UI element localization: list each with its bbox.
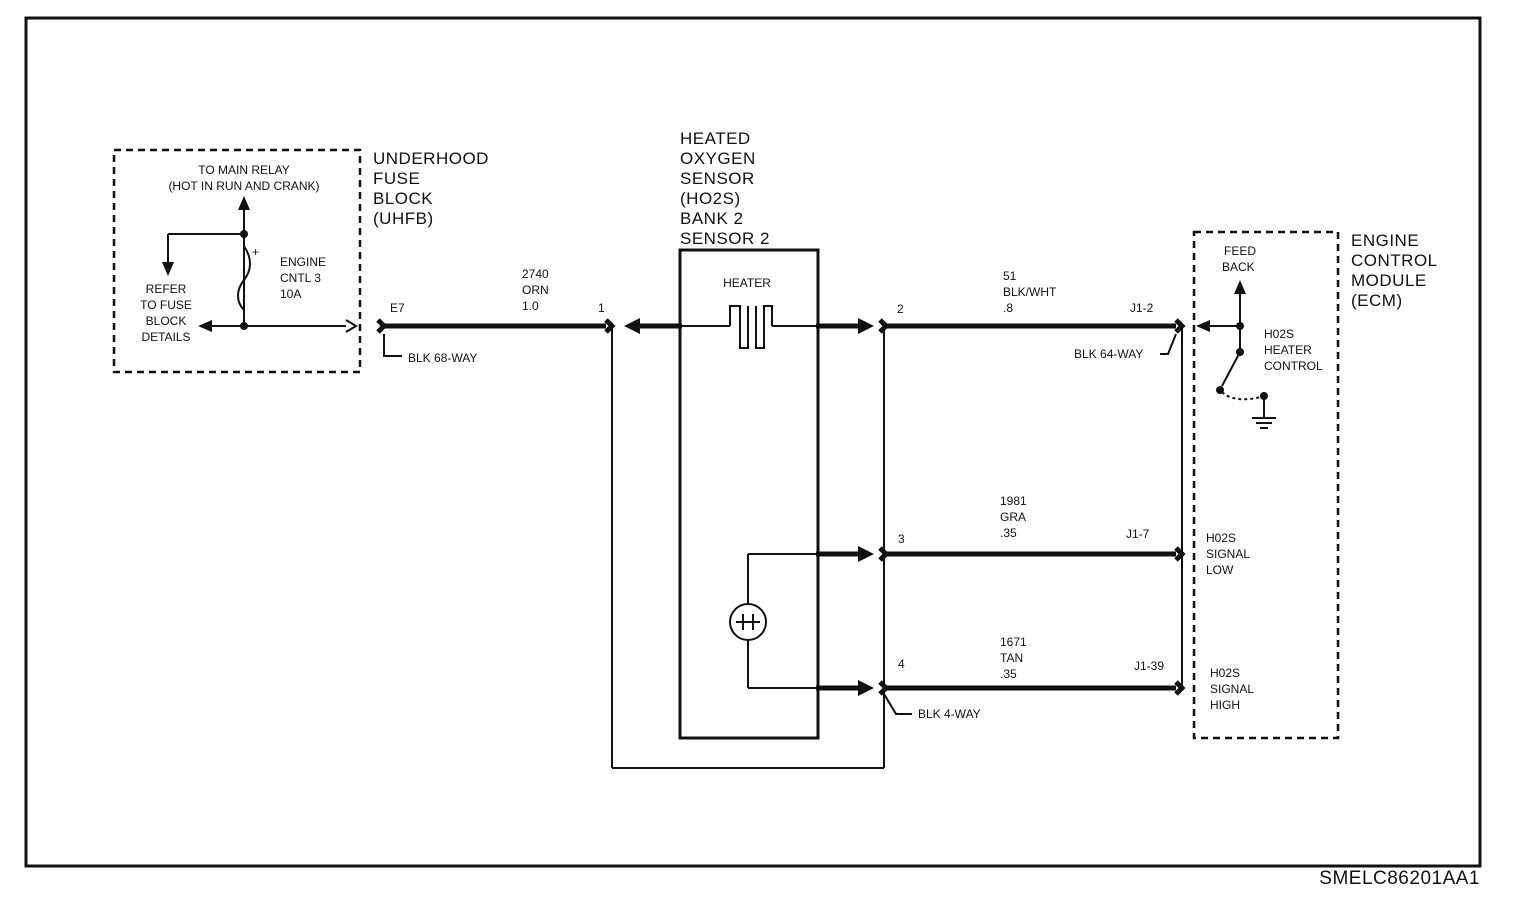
sensor-box bbox=[678, 248, 820, 740]
svg-text:BLK/WHT: BLK/WHT bbox=[1003, 285, 1057, 299]
svg-text:HEATER: HEATER bbox=[1264, 343, 1312, 357]
svg-text:FEED: FEED bbox=[1224, 244, 1256, 258]
svg-text:BLOCK: BLOCK bbox=[373, 189, 433, 208]
pin-1: 1 bbox=[598, 301, 605, 315]
svg-text:GRA: GRA bbox=[1000, 510, 1026, 524]
arrow-right-icon bbox=[858, 680, 874, 696]
signal-high-label: H02S SIGNAL HIGH bbox=[1210, 666, 1254, 712]
arrow-down-icon bbox=[162, 262, 174, 276]
sensor-title: HEATED OXYGEN SENSOR (HO2S) BANK 2 SENSO… bbox=[680, 129, 770, 248]
svg-text:(HO2S): (HO2S) bbox=[680, 189, 741, 208]
svg-text:FUSE: FUSE bbox=[373, 169, 420, 188]
svg-text:OXYGEN: OXYGEN bbox=[680, 149, 756, 168]
switch-icon bbox=[1216, 351, 1268, 401]
feedback-label: FEED BACK bbox=[1222, 244, 1256, 274]
pin-2: 2 bbox=[897, 302, 904, 316]
terminal-e7: E7 bbox=[390, 301, 405, 315]
svg-text:H02S: H02S bbox=[1210, 666, 1240, 680]
svg-text:TO FUSE: TO FUSE bbox=[140, 298, 192, 312]
svg-text:MODULE: MODULE bbox=[1351, 271, 1427, 290]
ecm-box bbox=[1192, 230, 1340, 740]
svg-text:SENSOR 2: SENSOR 2 bbox=[680, 229, 770, 248]
svg-text:.8: .8 bbox=[1003, 301, 1013, 315]
heater-label: HEATER bbox=[723, 276, 771, 290]
fuse-label: ENGINE CNTL 3 10A bbox=[280, 255, 326, 301]
svg-text:1.0: 1.0 bbox=[522, 299, 539, 313]
svg-text:CONTROL: CONTROL bbox=[1264, 359, 1323, 373]
svg-text:SENSOR: SENSOR bbox=[680, 169, 755, 188]
svg-text:2740: 2740 bbox=[522, 267, 549, 281]
to-main-relay-label: TO MAIN RELAY (HOT IN RUN AND CRANK) bbox=[168, 163, 319, 193]
svg-text:HEATED: HEATED bbox=[680, 129, 751, 148]
svg-text:TO MAIN RELAY: TO MAIN RELAY bbox=[198, 163, 290, 177]
svg-text:.35: .35 bbox=[1000, 667, 1017, 681]
pin-j1-7: J1-7 bbox=[1126, 527, 1150, 541]
svg-text:+: + bbox=[252, 245, 259, 259]
pin-3: 3 bbox=[898, 532, 905, 546]
connector-blk68: BLK 68-WAY bbox=[408, 351, 477, 365]
svg-text:ORN: ORN bbox=[522, 283, 549, 297]
uhfb-title: UNDERHOOD FUSE BLOCK (UHFB) bbox=[373, 149, 489, 228]
pin-4: 4 bbox=[898, 657, 905, 671]
pin-j1-2: J1-2 bbox=[1130, 301, 1154, 315]
svg-text:BANK 2: BANK 2 bbox=[680, 209, 743, 228]
refer-label: REFER TO FUSE BLOCK DETAILS bbox=[140, 282, 192, 344]
svg-text:TAN: TAN bbox=[1000, 651, 1023, 665]
ground-icon bbox=[1252, 396, 1276, 429]
pin-j1-39: J1-39 bbox=[1134, 659, 1164, 673]
svg-text:BACK: BACK bbox=[1222, 260, 1255, 274]
arrow-right-icon bbox=[858, 546, 874, 562]
diagram-frame bbox=[24, 16, 1482, 868]
svg-text:.35: .35 bbox=[1000, 526, 1017, 540]
arrow-left-icon bbox=[624, 318, 640, 334]
svg-text:SIGNAL: SIGNAL bbox=[1210, 682, 1254, 696]
uhfb-box bbox=[112, 148, 362, 374]
figure-id: SMELC86201AA1 bbox=[1319, 868, 1480, 889]
wire-51-label: 51 BLK/WHT .8 bbox=[1003, 269, 1057, 315]
heater-control-label: H02S HEATER CONTROL bbox=[1264, 327, 1323, 373]
svg-text:CONTROL: CONTROL bbox=[1351, 251, 1438, 270]
signal-low-label: H02S SIGNAL LOW bbox=[1206, 531, 1250, 577]
arrow-left-icon bbox=[1196, 320, 1210, 332]
svg-text:(ECM): (ECM) bbox=[1351, 291, 1403, 310]
arrow-right-icon bbox=[858, 318, 874, 334]
svg-text:SIGNAL: SIGNAL bbox=[1206, 547, 1250, 561]
wire-1981-label: 1981 GRA .35 bbox=[1000, 494, 1027, 540]
svg-text:(HOT IN RUN AND CRANK): (HOT IN RUN AND CRANK) bbox=[168, 179, 319, 193]
svg-text:H02S: H02S bbox=[1206, 531, 1236, 545]
connector-blk4: BLK 4-WAY bbox=[918, 707, 981, 721]
svg-text:ENGINE: ENGINE bbox=[280, 255, 326, 269]
arrow-up-icon bbox=[1234, 280, 1246, 294]
svg-text:BLOCK: BLOCK bbox=[146, 314, 187, 328]
svg-text:HIGH: HIGH bbox=[1210, 698, 1240, 712]
fuse-icon bbox=[237, 245, 251, 311]
arrow-left-icon bbox=[198, 320, 212, 332]
heater-element-icon bbox=[682, 305, 816, 349]
connector-blk64: BLK 64-WAY bbox=[1074, 347, 1143, 361]
svg-text:51: 51 bbox=[1003, 269, 1017, 283]
svg-text:LOW: LOW bbox=[1206, 563, 1234, 577]
svg-text:1671: 1671 bbox=[1000, 635, 1027, 649]
svg-text:UNDERHOOD: UNDERHOOD bbox=[373, 149, 489, 168]
svg-text:10A: 10A bbox=[280, 287, 301, 301]
svg-text:CNTL 3: CNTL 3 bbox=[280, 271, 321, 285]
svg-text:(UHFB): (UHFB) bbox=[373, 209, 434, 228]
svg-text:DETAILS: DETAILS bbox=[141, 330, 190, 344]
svg-text:ENGINE: ENGINE bbox=[1351, 231, 1419, 250]
svg-text:REFER: REFER bbox=[146, 282, 187, 296]
ecm-title: ENGINE CONTROL MODULE (ECM) bbox=[1351, 231, 1438, 310]
arrow-up-icon bbox=[238, 196, 250, 210]
wire-1671-label: 1671 TAN .35 bbox=[1000, 635, 1027, 681]
svg-text:1981: 1981 bbox=[1000, 494, 1027, 508]
wire-2740-label: 2740 ORN 1.0 bbox=[522, 267, 549, 313]
svg-text:H02S: H02S bbox=[1264, 327, 1294, 341]
